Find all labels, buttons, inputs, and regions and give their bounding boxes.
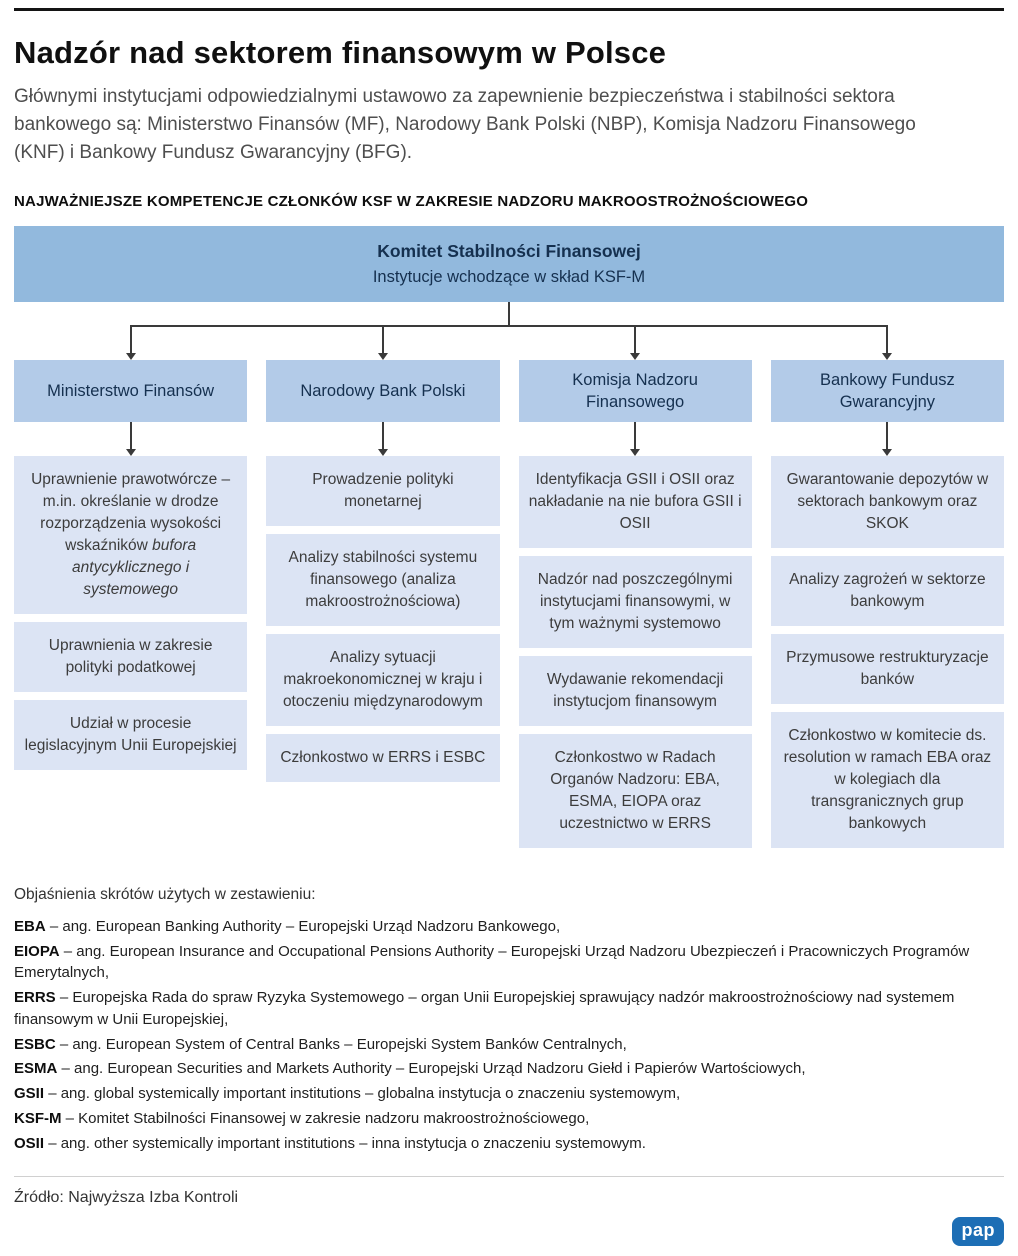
item-text: Udział w procesie legislacyjnym Unii Eur… [24, 714, 237, 754]
source-credit: Źródło: Najwyższa Izba Kontroli [14, 1189, 239, 1207]
legend-text: – Europejska Rada do spraw Ryzyka System… [14, 989, 955, 1028]
competence-item: Analizy stabilności systemu finansowego … [266, 533, 500, 626]
legend-entry: ESMA – ang. European Securities and Mark… [14, 1058, 1004, 1080]
legend-text: – ang. other systemically important inst… [48, 1134, 646, 1152]
institution-header-mf: Ministerstwo Finansów [14, 359, 248, 422]
item-text: Uprawnienia w zakresie polityki podatkow… [48, 636, 213, 676]
item-text: Członkostwo w komitecie ds. resolution w… [783, 726, 992, 832]
competence-item: Analizy zagrożeń w sektorze bankowym [770, 555, 1004, 626]
competence-item: Gwarantowanie depozytów w sektorach bank… [770, 455, 1004, 548]
item-text: Nadzór nad poszczególnymi instytucjami f… [537, 570, 733, 632]
item-text: Analizy stabilności systemu finansowego … [288, 548, 478, 610]
item-text: Prowadzenie polityki monetarnej [312, 470, 454, 510]
item-text: Uprawnienie prawotwórcze – m.in. określa… [31, 470, 231, 554]
connector-arrow-2 [381, 324, 384, 353]
legend-text: – ang. European Banking Authority – Euro… [49, 917, 561, 935]
legend-abbr: EIOPA [14, 942, 60, 960]
down-arrow-icon [519, 421, 752, 456]
committee-subtitle: Instytucje wchodzące w skład KSF-M [372, 267, 646, 286]
competence-item: Udział w procesie legislacyjnym Unii Eur… [14, 699, 248, 770]
connector-stem [508, 301, 510, 326]
intro-text: Głównymi instytucjami odpowiedzialnymi u… [14, 86, 916, 163]
competence-item: Członkostwo w komitecie ds. resolution w… [770, 711, 1004, 848]
item-text: Przymusowe restrukturyzacje banków [786, 648, 989, 688]
connector-arrow-4 [886, 324, 889, 353]
legend-entry: GSII – ang. global systemically importan… [14, 1083, 1004, 1105]
pap-logo: pap [952, 1217, 1004, 1247]
section-header: NAJWAŻNIEJSZE KOMPETENCJE CZŁONKÓW KSF W… [14, 192, 809, 210]
legend-abbr: KSF-M [14, 1109, 62, 1127]
item-text: Analizy sytuacji makroekonomicznej w kra… [282, 648, 483, 710]
item-text: Identyfikacja GSII i OSII oraz nakładani… [528, 470, 742, 532]
item-text: Analizy zagrożeń w sektorze bankowym [789, 570, 986, 610]
connector-arrow-1 [129, 324, 132, 353]
competence-item: Przymusowe restrukturyzacje banków [770, 633, 1004, 704]
institution-header-bfg: Bankowy Fundusz Gwarancyjny [770, 359, 1004, 422]
legend-abbr: ERRS [14, 989, 56, 1007]
item-text: Członkostwo w Radach Organów Nadzoru: EB… [550, 748, 720, 832]
competence-item: Wydawanie rekomendacji instytucjom finan… [518, 655, 752, 726]
footer: Źródło: Najwyższa Izba Kontroli pap [14, 1176, 1004, 1256]
legend-abbr: EBA [14, 917, 46, 935]
item-text-italic: bufora antycyklicznego i systemowego [72, 536, 197, 598]
legend-entry: EBA – ang. European Banking Authority – … [14, 916, 1004, 938]
connector-lines [14, 301, 1004, 360]
competence-item: Identyfikacja GSII i OSII oraz nakładani… [518, 455, 752, 548]
competence-item: Analizy sytuacji makroekonomicznej w kra… [266, 633, 500, 726]
legend-entry: ESBC – ang. European System of Central B… [14, 1034, 1004, 1056]
abbreviations-legend: Objaśnienia skrótów użytych w zestawieni… [14, 886, 1004, 1155]
legend-text: – Komitet Stabilności Finansowej w zakre… [65, 1109, 590, 1127]
page-title: Nadzór nad sektorem finansowym w Polsce [14, 35, 667, 70]
legend-title: Objaśnienia skrótów użytych w zestawieni… [14, 885, 316, 903]
competence-item: Członkostwo w ERRS i ESBC [266, 733, 500, 782]
competence-item: Uprawnienie prawotwórcze – m.in. określa… [14, 455, 248, 614]
committee-title: Komitet Stabilności Finansowej [377, 240, 641, 261]
item-text: Gwarantowanie depozytów w sektorach bank… [786, 470, 989, 532]
connector-horizontal-line [130, 324, 888, 327]
down-arrow-icon [14, 421, 247, 456]
legend-text: – ang. European System of Central Banks … [59, 1035, 627, 1053]
legend-text: – ang. European Securities and Markets A… [61, 1060, 806, 1078]
item-text: Wydawanie rekomendacji instytucjom finan… [546, 670, 724, 710]
down-arrow-icon [266, 421, 499, 456]
competence-item: Uprawnienia w zakresie polityki podatkow… [14, 621, 248, 692]
column-nbp: Narodowy Bank Polski Prowadzenie polityk… [266, 359, 500, 782]
legend-text: – ang. European Insurance and Occupation… [14, 942, 970, 982]
down-arrow-icon [771, 421, 1004, 456]
legend-entry: ERRS – Europejska Rada do spraw Ryzyka S… [14, 987, 1004, 1031]
competence-item: Nadzór nad poszczególnymi instytucjami f… [518, 555, 752, 648]
legend-abbr: ESMA [14, 1060, 58, 1078]
logo-row: pap [14, 1217, 1004, 1256]
legend-entry: KSF-M – Komitet Stabilności Finansowej w… [14, 1108, 1004, 1130]
top-rule [14, 8, 1004, 11]
connector-arrow-3 [634, 324, 637, 353]
competence-item: Prowadzenie polityki monetarnej [266, 455, 500, 526]
institution-columns: Ministerstwo Finansów Uprawnienie prawot… [14, 359, 1004, 848]
legend-abbr: ESBC [14, 1035, 56, 1053]
institution-header-knf: Komisja Nadzoru Finansowego [518, 359, 752, 422]
legend-text: – ang. global systemically important ins… [48, 1085, 681, 1103]
competence-item: Członkostwo w Radach Organów Nadzoru: EB… [518, 733, 752, 848]
legend-entry: OSII – ang. other systemically important… [14, 1133, 1004, 1155]
column-bfg: Bankowy Fundusz Gwarancyjny Gwarantowani… [770, 359, 1004, 848]
legend-abbr: OSII [14, 1134, 45, 1152]
legend-abbr: GSII [14, 1085, 45, 1103]
column-ministerstwo-finansow: Ministerstwo Finansów Uprawnienie prawot… [14, 359, 248, 770]
institution-header-nbp: Narodowy Bank Polski [266, 359, 500, 422]
column-knf: Komisja Nadzoru Finansowego Identyfikacj… [518, 359, 752, 848]
legend-entry: EIOPA – ang. European Insurance and Occu… [14, 941, 1004, 985]
item-text: Członkostwo w ERRS i ESBC [280, 748, 486, 766]
committee-root-box: Komitet Stabilności Finansowej Instytucj… [14, 225, 1004, 302]
